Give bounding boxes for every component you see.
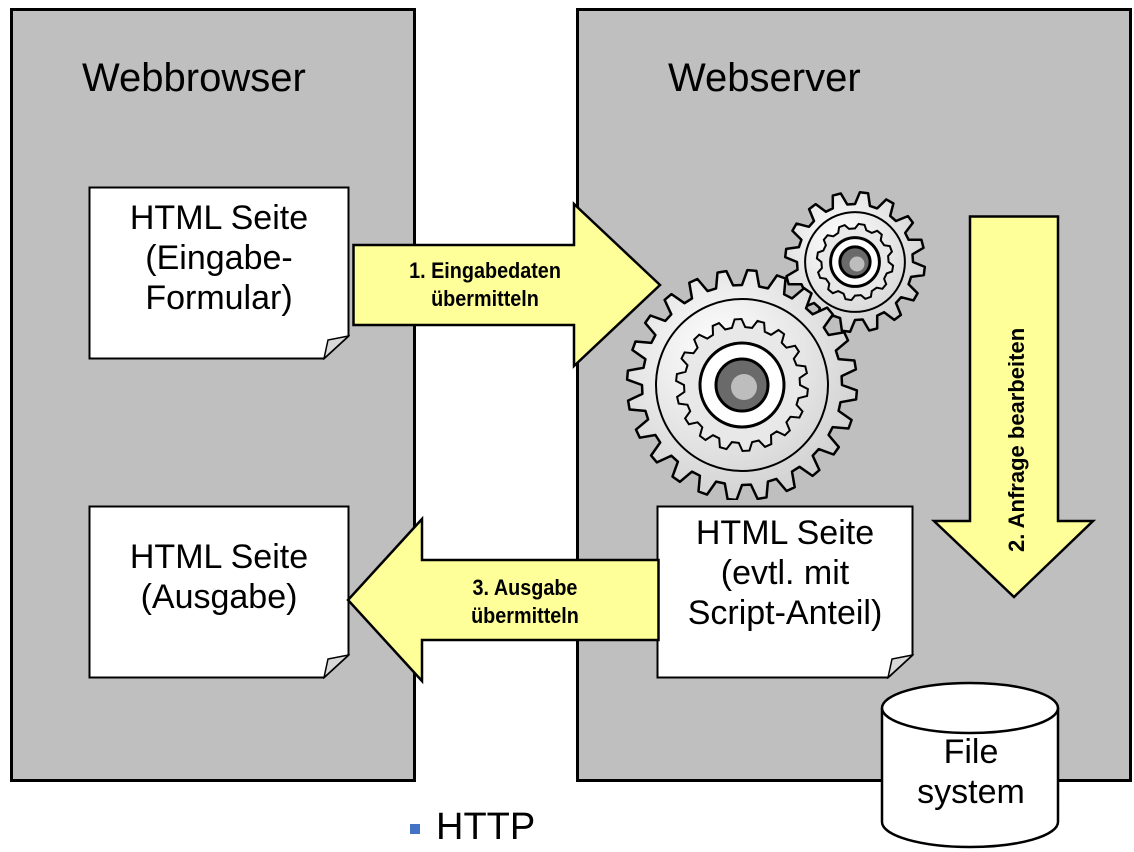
page-text-line: (Ausgabe) (140, 578, 298, 616)
arrow-1-label: 1. Eingabedaten übermitteln (373, 257, 598, 313)
arrow-1-shape (352, 201, 662, 369)
arrow-label-line: 1. Eingabedaten (409, 258, 561, 283)
large-gear-rim (655, 298, 829, 472)
filesystem-label-line: File (943, 733, 999, 771)
arrow-label-line: 3. Ausgabe (472, 575, 578, 600)
browser-title: Webbrowser (82, 56, 306, 100)
filesystem-label: File system (880, 732, 1062, 812)
arrow-2-label: 2. Anfrage bearbeiten (1004, 327, 1029, 552)
arrow-3-label: 3. Ausgabe übermitteln (422, 574, 629, 630)
page-text-line: HTML Seite (695, 514, 875, 552)
protocol-label: HTTP (436, 806, 536, 848)
gears-icon (625, 190, 927, 500)
arrow-3-shape (346, 515, 660, 685)
server-html-page: HTML Seite (evtl. mit Script-Anteil) (656, 505, 914, 679)
page-text-line: HTML Seite (129, 538, 309, 576)
bullet-icon (410, 824, 420, 834)
page-text-line: Script-Anteil) (687, 594, 883, 632)
filesystem-label-line: system (917, 773, 1025, 811)
filesystem-icon (880, 681, 1060, 849)
small-gear-rim (804, 211, 906, 313)
arrow-label-line: übermitteln (471, 603, 579, 628)
large-gear-axle-shine (731, 374, 757, 400)
page-text-line: HTML Seite (129, 199, 309, 237)
page-shape (656, 505, 914, 679)
input-html-page: HTML Seite (Eingabe- Formular) (88, 186, 350, 360)
output-html-page: HTML Seite (Ausgabe) (88, 505, 350, 679)
arrow-label-line: übermitteln (431, 286, 539, 311)
server-title: Webserver (668, 56, 861, 100)
page-text-line: (Eingabe- (145, 239, 293, 277)
page-text-line: (evtl. mit (720, 554, 850, 592)
page-shape (88, 505, 350, 679)
arrow-2-shape (930, 215, 1096, 599)
page-text-line: Formular) (145, 279, 293, 317)
small-gear-axle-shine (849, 256, 865, 272)
page-shape (88, 186, 350, 360)
